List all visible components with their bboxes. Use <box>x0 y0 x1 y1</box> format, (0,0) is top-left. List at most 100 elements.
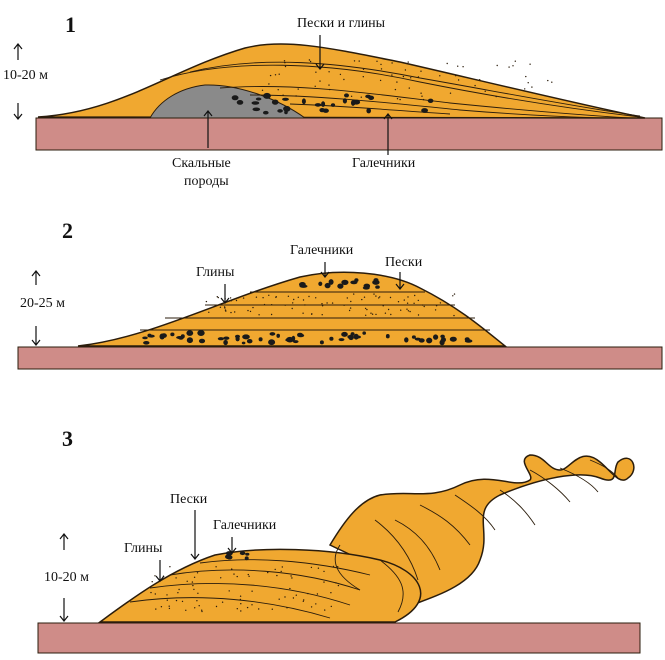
sand-dot <box>279 74 280 75</box>
sand-dot <box>234 311 235 312</box>
sand-dot <box>350 307 351 308</box>
sand-dot <box>222 602 223 603</box>
panel-1-drawing <box>36 44 662 150</box>
sand-dot <box>302 313 303 314</box>
sand-dot <box>182 601 183 602</box>
sand-dot <box>201 611 202 612</box>
sand-dot <box>154 575 155 576</box>
sand-dot <box>224 307 225 308</box>
sand-dot <box>398 301 399 302</box>
panel-1-label-rock-line1: Скальные <box>172 156 231 172</box>
sand-dot <box>354 60 355 61</box>
sand-dot <box>169 608 170 609</box>
sand-dot <box>251 591 252 592</box>
sand-dot <box>380 80 381 81</box>
pebble <box>223 337 229 340</box>
sand-dot <box>365 308 366 309</box>
sand-dot <box>220 577 221 578</box>
sand-dot <box>194 577 195 578</box>
sand-dot <box>272 609 273 610</box>
sand-dot <box>271 314 272 315</box>
pebble <box>142 337 148 340</box>
panel-2-drawing <box>18 272 662 369</box>
sand-dot <box>407 303 408 304</box>
sand-dot <box>197 572 198 573</box>
sand-dot <box>373 293 374 294</box>
sand-dot <box>408 61 409 62</box>
sand-dot <box>375 314 376 315</box>
panel-1-scale-label: 10-20 м <box>3 68 48 84</box>
pebble <box>350 281 357 285</box>
sand-dot <box>353 293 354 294</box>
pebble <box>223 340 228 345</box>
sand-dot <box>292 302 293 303</box>
sand-dot <box>409 311 410 312</box>
sand-dot <box>328 84 329 85</box>
sand-dot <box>252 307 253 308</box>
sand-dot <box>262 90 263 91</box>
pebble <box>263 93 271 99</box>
sand-dot <box>370 313 371 314</box>
sand-dot <box>435 309 436 310</box>
sand-dot <box>275 569 276 570</box>
pebble <box>247 339 253 343</box>
sand-dot <box>290 575 291 576</box>
sand-dot <box>323 581 324 582</box>
sand-dot <box>319 80 320 81</box>
sand-dot <box>268 295 269 296</box>
sand-dot <box>237 608 238 609</box>
sand-dot <box>421 96 422 97</box>
sand-dot <box>318 568 319 569</box>
panel-1-label-rock-line2: породы <box>184 174 229 190</box>
pebble <box>320 340 324 344</box>
sand-dot <box>248 576 249 577</box>
sand-dot <box>237 576 238 577</box>
sand-dot <box>385 313 386 314</box>
sand-dot <box>311 314 312 315</box>
sand-dot <box>405 69 406 70</box>
pebble <box>197 330 204 336</box>
panel-2-number: 2 <box>62 218 73 244</box>
sand-dot <box>303 601 304 602</box>
pebble <box>374 278 379 282</box>
sand-dot <box>279 599 280 600</box>
sand-dot <box>298 297 299 298</box>
sand-dot <box>343 79 344 80</box>
sand-dot <box>315 603 316 604</box>
sand-dot <box>322 314 323 315</box>
sand-dot <box>284 60 285 61</box>
sand-dot <box>155 593 156 594</box>
pebble <box>321 101 325 107</box>
pebble <box>368 96 374 100</box>
sand-dot <box>439 75 440 76</box>
pebble <box>375 285 380 288</box>
pebble <box>348 335 354 341</box>
panel-3-label-clays: Глины <box>124 541 162 557</box>
pebble <box>351 100 355 106</box>
pebble <box>252 108 260 112</box>
pebble <box>282 98 289 101</box>
sand-dot <box>167 600 168 601</box>
sand-dot <box>229 590 230 591</box>
sand-dot <box>361 97 362 98</box>
sand-dot <box>375 295 376 296</box>
pebble <box>252 101 260 104</box>
sand-dot <box>192 581 193 582</box>
pebble <box>386 334 390 338</box>
sand-dot <box>192 585 193 586</box>
sand-dot <box>293 299 294 300</box>
sand-dot <box>285 66 286 67</box>
sand-dot <box>197 593 198 594</box>
sand-dot <box>531 86 532 87</box>
sand-dot <box>288 296 289 297</box>
sand-dot <box>418 76 419 77</box>
sand-dot <box>267 572 268 573</box>
sand-dot <box>289 588 290 589</box>
sand-dot <box>243 297 244 298</box>
sand-dot <box>515 61 516 62</box>
sand-dot <box>187 581 188 582</box>
sand-dot <box>436 305 437 306</box>
sand-dot <box>238 297 239 298</box>
pebble <box>277 109 283 113</box>
sand-dot <box>275 74 276 75</box>
